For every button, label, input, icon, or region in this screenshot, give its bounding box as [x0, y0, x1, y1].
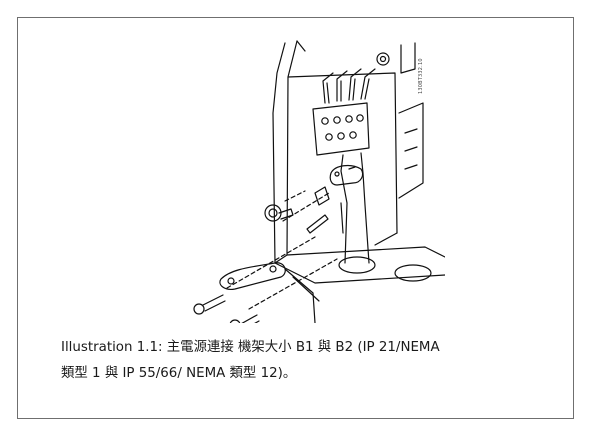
caption-line-1: Illustration 1.1: 主電源連接 機架大小 B1 與 B2 (IP…	[61, 340, 440, 355]
technical-illustration	[165, 33, 446, 332]
document-id: 130BT332.10	[418, 58, 424, 94]
caption-line-2: 類型 1 與 IP 55/66/ NEMA 類型 12)。	[61, 366, 297, 381]
figure-frame: 130BT332.10 Illustration 1.1: 主電源連接 機架大小…	[17, 17, 574, 419]
mains-connection-icon	[193, 40, 446, 332]
figure-caption: Illustration 1.1: 主電源連接 機架大小 B1 與 B2 (IP…	[61, 335, 581, 387]
